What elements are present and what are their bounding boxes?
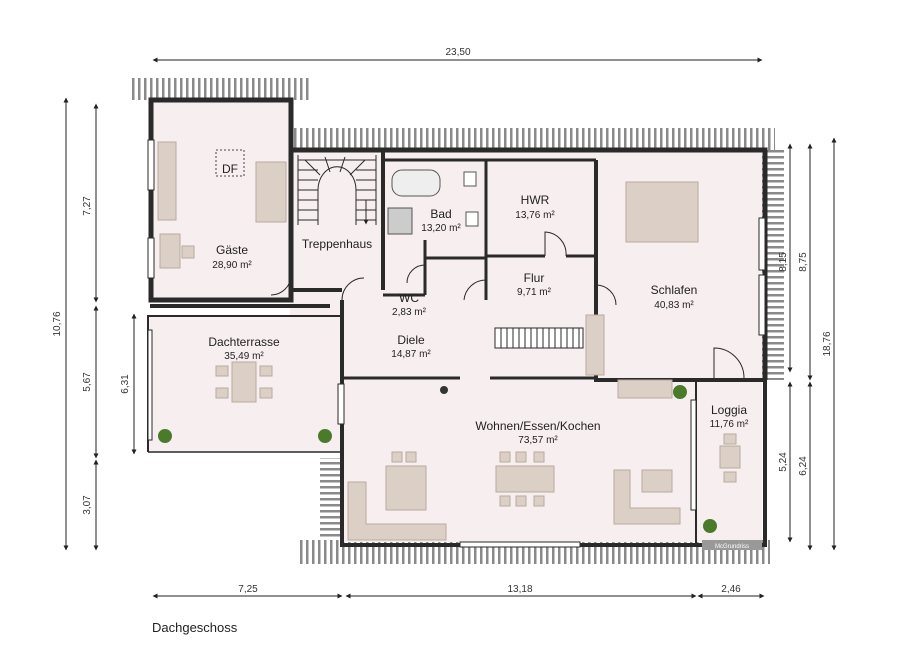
dim-bottom-left: 7,25 [238,584,258,595]
room-treppenhaus-name: Treppenhaus [302,237,372,251]
room-schlafen-name: Schlafen [651,283,698,297]
dim-left-outer: 10,76 [52,311,63,336]
room-dachterrasse-name: Dachterrasse [208,335,280,349]
room-dachterrasse-area: 35,49 m² [224,351,264,362]
plan-caption: Dachgeschoss [152,620,238,635]
staircase-diele [494,327,584,349]
room-loggia-area: 11,76 m² [710,419,749,430]
dim-left-terrace: 6,31 [120,374,131,394]
room-bad-name: Bad [430,207,451,221]
df-label: DF [222,162,238,176]
dim-right-c: 6,24 [798,456,809,476]
room-diele-name: Diele [397,333,425,347]
room-diele-area: 14,87 m² [391,349,431,360]
brand-label: McGrundriss [715,544,749,550]
dimension-lines [63,57,837,599]
windows [147,139,766,548]
staircase-treppenhaus [297,155,377,225]
dimension-labels: 23,50 7,25 13,18 2,46 10,76 7,27 5,67 3,… [52,47,833,595]
room-gaeste-name: Gäste [216,243,248,257]
room-wohnen-name: Wohnen/Essen/Kochen [475,419,600,433]
dim-bottom-mid: 13,18 [507,584,532,595]
dim-right-b: 8,15 [778,252,789,272]
room-labels: Gäste 28,90 m² Treppenhaus Bad 13,20 m² … [208,193,749,446]
brand-badge [702,540,762,550]
dim-left-a: 7,27 [82,196,93,216]
room-gaeste-area: 28,90 m² [212,260,252,271]
dim-right-outer: 18,76 [822,331,833,356]
room-hwr-area: 13,76 m² [515,210,555,221]
room-schlafen-area: 40,83 m² [654,300,694,311]
room-flur-name: Flur [524,271,545,285]
plants [158,385,717,533]
room-wc-name: WC [399,291,419,305]
dim-top-total: 23,50 [445,47,470,58]
dim-left-c: 3,07 [82,495,93,515]
doors [270,231,745,380]
room-wc-area: 2,83 m² [392,307,427,318]
df-skylight [215,149,245,177]
dim-left-b: 5,67 [82,372,93,392]
dim-right-a: 8,75 [798,252,809,272]
furniture [157,141,741,541]
dim-right-d: 5,24 [778,452,789,472]
room-loggia-name: Loggia [711,403,747,417]
room-wohnen-area: 73,57 m² [518,435,558,446]
room-hwr-name: HWR [521,193,550,207]
room-flur-area: 9,71 m² [517,287,552,298]
dim-bottom-right: 2,46 [721,584,741,595]
room-bad-area: 13,20 m² [421,223,461,234]
